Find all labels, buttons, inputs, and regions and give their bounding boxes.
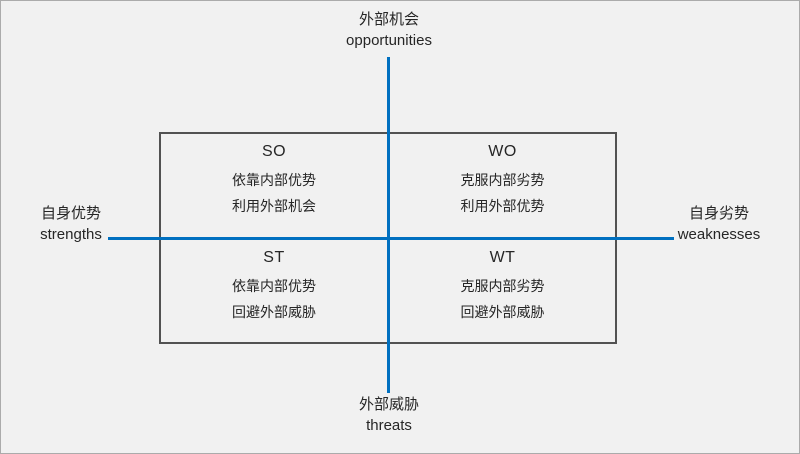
quadrant-wo: WO 克服内部劣势 利用外部优势 xyxy=(390,134,615,237)
quadrant-st: ST 依靠内部优势 回避外部威胁 xyxy=(161,240,387,342)
vertical-axis-line xyxy=(387,57,390,393)
quadrant-so-title: SO xyxy=(261,143,287,160)
horizontal-axis-line xyxy=(108,237,674,240)
axis-label-weaknesses: 自身劣势 weaknesses xyxy=(657,203,781,245)
axis-label-top-en: opportunities xyxy=(346,32,432,49)
axis-label-bottom-zh: 外部威胁 xyxy=(358,396,419,413)
quadrant-st-title: ST xyxy=(263,249,285,266)
quadrant-wt-line1: 克服内部劣势 xyxy=(460,278,545,294)
quadrant-wo-line1: 克服内部劣势 xyxy=(460,172,545,188)
quadrant-st-line1: 依靠内部优势 xyxy=(232,278,316,294)
quadrant-wo-title: WO xyxy=(488,143,517,160)
axis-label-right-zh: 自身劣势 xyxy=(688,205,749,222)
axis-label-right-en: weaknesses xyxy=(677,226,761,243)
quadrant-so-line2: 利用外部机会 xyxy=(232,198,316,214)
axis-label-bottom-en: threats xyxy=(366,417,412,434)
axis-label-strengths: 自身优势 strengths xyxy=(9,203,133,245)
axis-label-top-zh: 外部机会 xyxy=(358,11,419,28)
axis-label-left-en: strengths xyxy=(40,226,102,243)
axis-label-opportunities: 外部机会 opportunities xyxy=(289,9,489,51)
quadrant-so: SO 依靠内部优势 利用外部机会 xyxy=(161,134,387,237)
quadrant-st-line2: 回避外部威胁 xyxy=(232,304,316,320)
quadrant-wo-line2: 利用外部优势 xyxy=(460,198,545,214)
quadrant-wt-title: WT xyxy=(489,249,516,266)
quadrant-wt: WT 克服内部劣势 回避外部威胁 xyxy=(390,240,615,342)
axis-label-threats: 外部威胁 threats xyxy=(289,394,489,436)
axis-label-left-zh: 自身优势 xyxy=(40,205,101,222)
quadrant-so-line1: 依靠内部优势 xyxy=(232,172,316,188)
quadrant-wt-line2: 回避外部威胁 xyxy=(460,304,545,320)
